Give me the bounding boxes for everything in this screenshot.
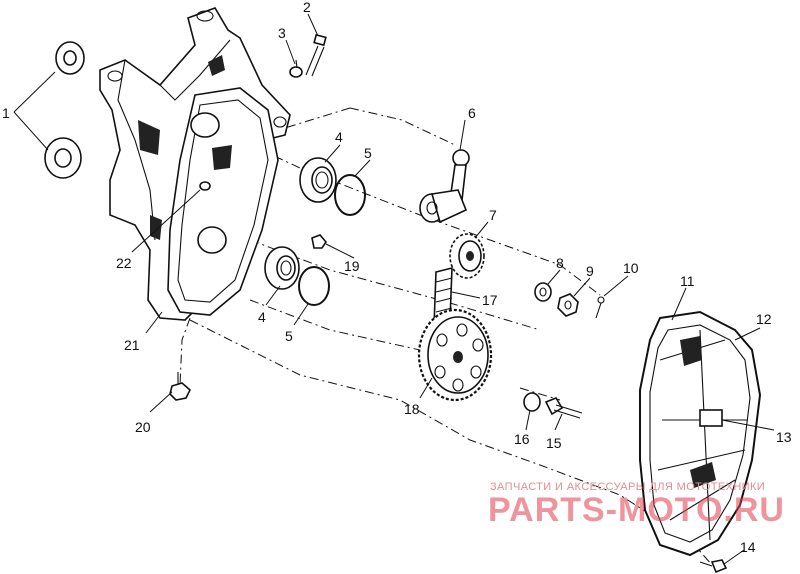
snap-ring-lower (298, 266, 330, 306)
callout-5-lower: 5 (285, 328, 293, 344)
cover-screw (699, 559, 728, 574)
seal-upper (55, 41, 85, 75)
bolt-long (305, 33, 327, 77)
callout-19: 19 (344, 258, 360, 274)
washer (534, 282, 552, 302)
callout-5-upper: 5 (364, 145, 372, 161)
callout-3: 3 (278, 25, 286, 41)
callout-2: 2 (303, 0, 311, 15)
callout-numbers: 1 2 3 4 4 5 5 6 7 8 9 10 11 12 13 14 15 … (2, 0, 792, 555)
tensioner-arm (419, 149, 470, 224)
cotter-pin (595, 296, 605, 319)
seal-lower (44, 137, 82, 179)
callout-11: 11 (680, 273, 695, 289)
callout-14: 14 (740, 539, 756, 555)
callout-15: 15 (546, 435, 562, 451)
callout-4-lower: 4 (258, 309, 266, 325)
watermark-logo: PARTS-MOTO.RU (488, 491, 785, 529)
castle-nut (557, 293, 579, 317)
leader-lines (13, 13, 775, 565)
chaincase-inner (167, 87, 279, 316)
sprocket-large (417, 308, 493, 402)
callout-16: 16 (514, 431, 530, 447)
callout-6: 6 (468, 105, 476, 121)
snap-ring-upper (334, 174, 366, 216)
callout-7: 7 (489, 207, 497, 223)
callout-20: 20 (135, 419, 151, 435)
callout-4-upper: 4 (335, 129, 343, 145)
chaincase-cover (639, 310, 762, 557)
flange-bolt (169, 372, 191, 401)
callout-13: 13 (776, 429, 792, 445)
sprocket-small (449, 233, 485, 279)
callout-1: 1 (2, 105, 10, 121)
hex-bolt (544, 397, 583, 419)
callout-8: 8 (556, 255, 564, 271)
nut-small (311, 234, 328, 249)
bearing-lower (264, 246, 300, 290)
bearing-upper (299, 157, 337, 203)
callout-12: 12 (756, 311, 772, 327)
callout-22: 22 (116, 255, 132, 271)
stud (199, 181, 211, 191)
callout-9: 9 (586, 263, 594, 279)
callout-18: 18 (404, 401, 420, 417)
bolt-short (289, 59, 303, 78)
watermark-tagline: ЗАПЧАСТИ И АКСЕССУАРЫ ДЛЯ МОТОТЕХНИКИ (490, 481, 766, 493)
callout-21: 21 (124, 337, 140, 353)
callout-10: 10 (623, 260, 639, 276)
callout-17: 17 (482, 292, 498, 308)
washer-small (523, 392, 541, 412)
